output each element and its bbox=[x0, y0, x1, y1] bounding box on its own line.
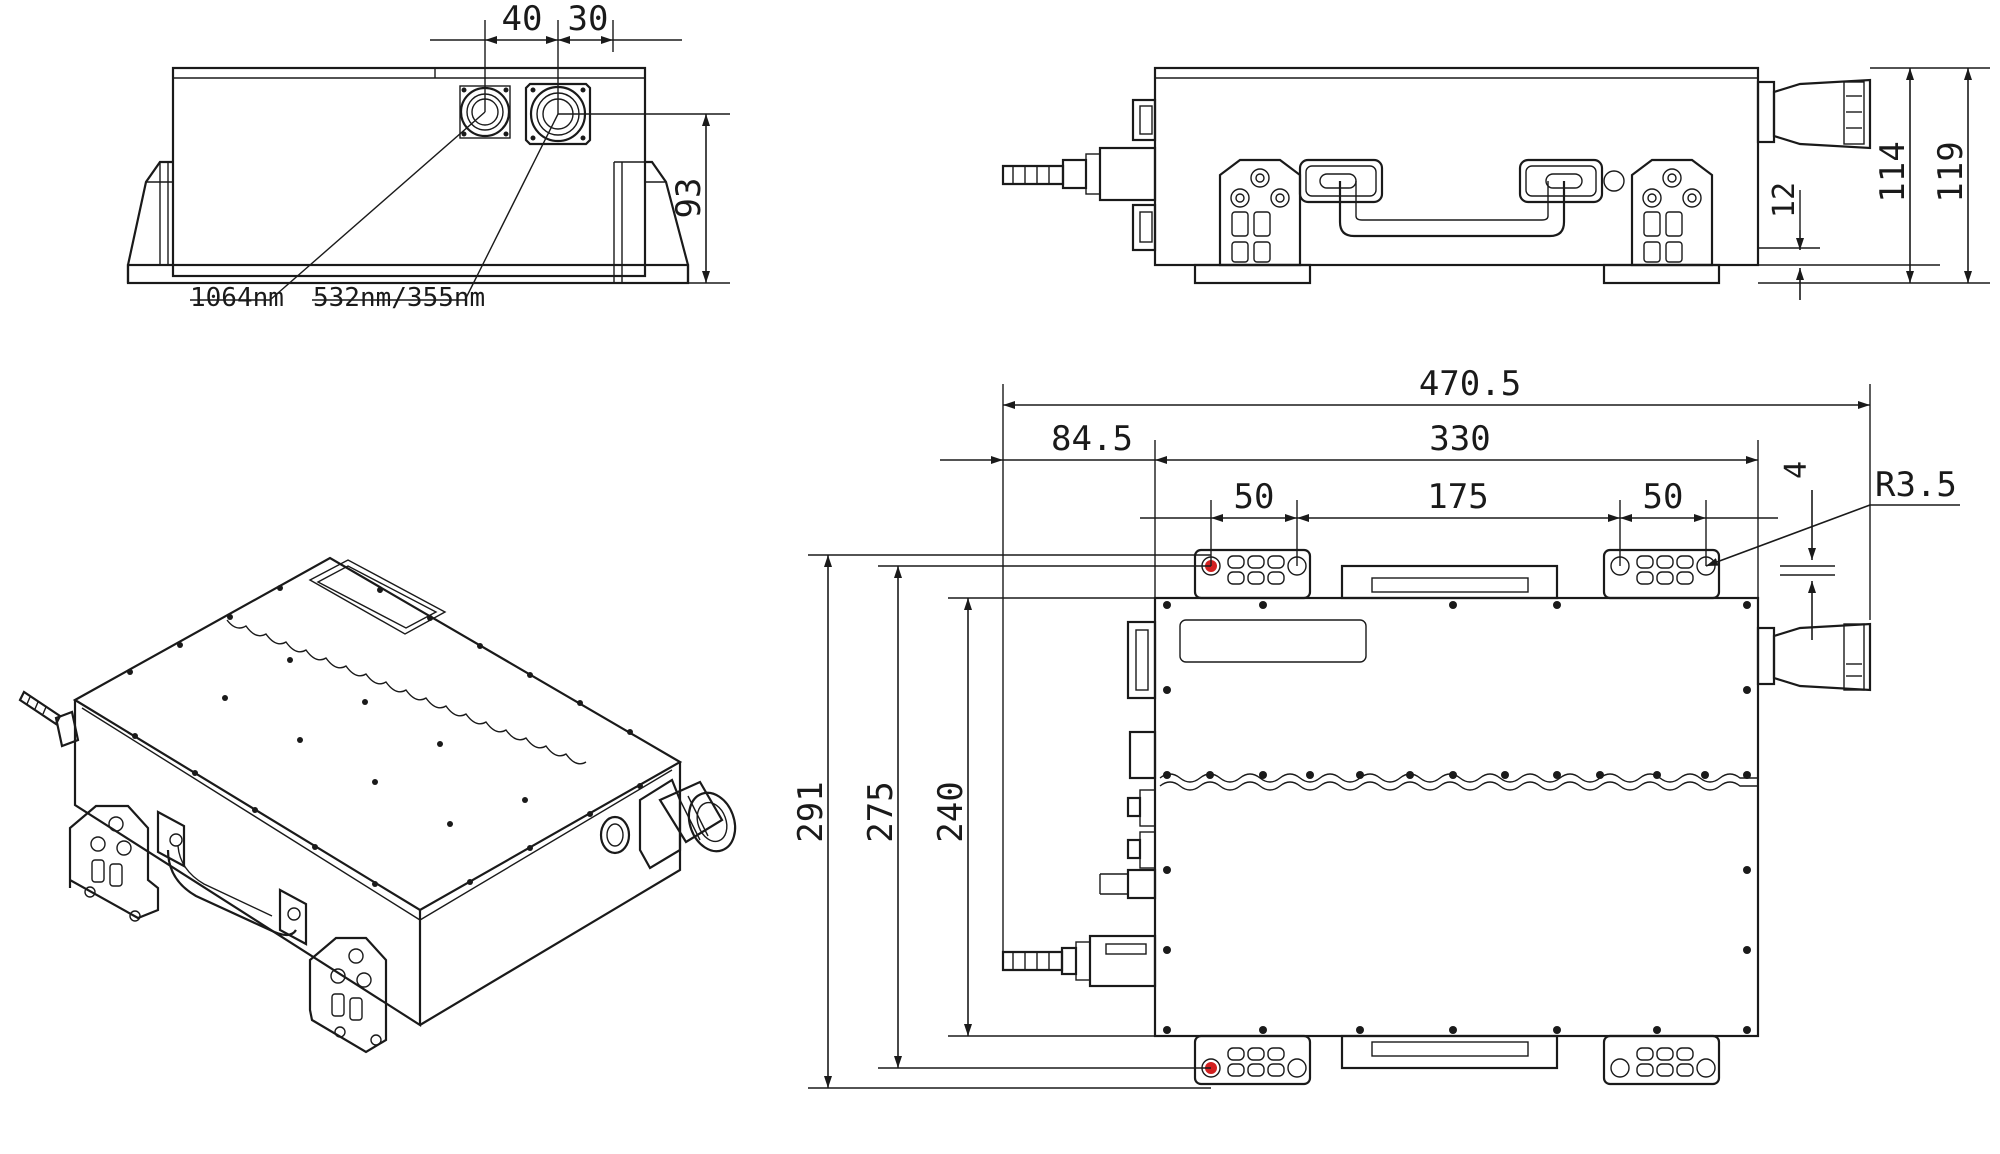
front-view: 40 30 93 1064nm 532nm/355nm bbox=[126, 0, 730, 313]
dim-top-84-5: 84.5 bbox=[1051, 419, 1133, 459]
iso-handle bbox=[156, 810, 308, 946]
side-handle bbox=[1298, 158, 1625, 238]
iso-left-bracket bbox=[68, 804, 160, 922]
top-view-output-nozzle bbox=[1756, 622, 1872, 692]
top-view-left-connectors bbox=[1001, 620, 1157, 988]
isometric-view bbox=[18, 556, 737, 1054]
label-532nm-355nm: 532nm/355nm bbox=[313, 283, 485, 313]
dim-top-175: 175 bbox=[1427, 477, 1488, 517]
dim-top-50-right: 50 bbox=[1643, 477, 1684, 517]
iso-water-nozzle bbox=[18, 690, 80, 748]
dim-top-470-5: 470.5 bbox=[1419, 364, 1521, 404]
iso-right-bracket bbox=[308, 936, 388, 1054]
iso-screws bbox=[127, 585, 643, 887]
top-view-screws bbox=[1163, 601, 1751, 1034]
dim-top-275: 275 bbox=[861, 781, 901, 842]
label-1064nm: 1064nm bbox=[190, 283, 284, 313]
dim-top-291: 291 bbox=[791, 781, 831, 842]
dim-top-4: 4 bbox=[1779, 461, 1814, 479]
dim-side-114: 114 bbox=[1873, 141, 1913, 202]
top-view: 470.5 84.5 330 50 175 50 4 R3.5 bbox=[791, 364, 1960, 1089]
dim-front-30: 30 bbox=[568, 0, 609, 39]
dim-top-330: 330 bbox=[1429, 419, 1490, 459]
dim-side-12: 12 bbox=[1767, 182, 1802, 218]
top-view-bracket-bottom-right bbox=[1602, 1034, 1721, 1086]
dim-top-240: 240 bbox=[931, 781, 971, 842]
side-view: 114 119 12 bbox=[1001, 66, 1990, 300]
dim-front-40: 40 bbox=[502, 0, 543, 39]
top-view-bracket-top-right bbox=[1602, 548, 1721, 600]
iso-output-port bbox=[599, 778, 737, 870]
dim-side-119: 119 bbox=[1931, 141, 1971, 202]
side-output-nozzle bbox=[1756, 78, 1872, 150]
top-view-bracket-top-left bbox=[1193, 548, 1312, 600]
top-view-bracket-bottom-left bbox=[1193, 1034, 1312, 1086]
dim-top-50-left: 50 bbox=[1234, 477, 1275, 517]
dim-top-r3-5: R3.5 bbox=[1875, 465, 1957, 505]
side-right-bracket bbox=[1630, 158, 1714, 267]
side-left-connectors bbox=[1001, 98, 1157, 252]
dim-front-93: 93 bbox=[669, 178, 709, 219]
side-left-bracket bbox=[1218, 158, 1302, 267]
